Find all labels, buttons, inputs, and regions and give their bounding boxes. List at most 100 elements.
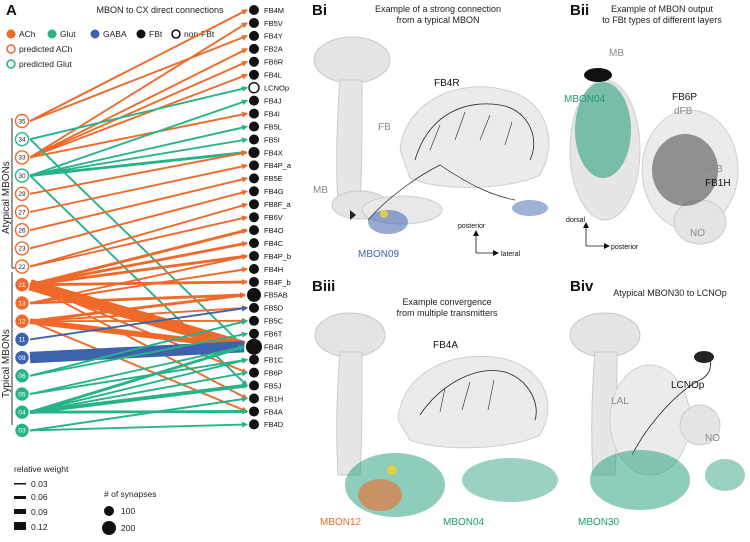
legend-ach-label: ACh (19, 29, 36, 39)
mbon-id-26: 26 (18, 228, 26, 235)
target-label-fb4m: FB4M (264, 6, 284, 15)
target-label-fb5c: FB5C (264, 317, 284, 326)
mbon-id-05: 05 (18, 391, 26, 398)
target-circle-fb6v (249, 212, 259, 222)
bii-axis-x-label: posterior (611, 244, 639, 251)
target-node-fb5ab: FB5AB (247, 288, 288, 302)
mbon-id-34: 34 (18, 137, 26, 144)
target-label-fb4o: FB4O (264, 226, 284, 235)
legend-nonfbt-marker (172, 30, 180, 38)
target-node-fb4m: FB4M (249, 5, 284, 15)
bii-mbon-label: MBON04 (564, 94, 606, 105)
panel-a-title: MBON to CX direct connections (96, 5, 224, 15)
weight-swatch-3 (14, 509, 26, 514)
target-node-fb5l: FB5L (249, 122, 282, 132)
edge-mbon21-fb4f_b (30, 282, 247, 285)
synapse-value-100: 100 (121, 506, 135, 516)
target-node-fb4a: FB4A (249, 406, 283, 416)
biv-lal-label: LAL (611, 396, 629, 407)
target-node-fb4h: FB4H (249, 264, 283, 274)
atypical-group-label: Atypical MBONs (1, 161, 12, 234)
target-label-fb4r: FB4R (264, 343, 284, 352)
target-node-fb4p_b: FB4P_b (249, 251, 291, 261)
weight-value-2: 0.06 (31, 492, 48, 502)
mbon-node-04: 04 (16, 406, 29, 419)
target-node-fb4g: FB4G (249, 186, 284, 196)
biii-mbon04-arbor-right (462, 458, 558, 502)
edge-mbon34-lcnop (30, 88, 247, 140)
target-label-fb4y: FB4Y (264, 32, 283, 41)
target-label-fb5i: FB5I (264, 135, 280, 144)
target-node-fb5c: FB5C (249, 316, 284, 326)
legend-pred-glut-marker (7, 60, 15, 68)
target-circle-fb4r (246, 339, 262, 355)
target-circle-fb4y (249, 31, 259, 41)
target-label-fb4j: FB4J (264, 96, 282, 105)
mbon-node-13: 13 (16, 297, 29, 310)
weight-legend: relative weight 0.03 0.06 0.09 0.12 (14, 464, 69, 532)
target-circle-fb4c (249, 238, 259, 248)
target-circle-fb4d (249, 419, 259, 429)
target-node-fb4r: FB4R (246, 339, 284, 355)
mbon-id-06: 06 (18, 373, 26, 380)
target-label-fb4i: FB4I (264, 109, 280, 118)
target-circle-fb5e (249, 173, 259, 183)
biii-fan-shaped-body (398, 356, 548, 448)
bi-mbon-label: MBON09 (358, 249, 400, 260)
target-node-fb4c: FB4C (249, 238, 284, 248)
target-circle-fb4f_b (249, 277, 259, 287)
target-node-fb5i: FB5I (249, 135, 280, 145)
target-label-fb4f_b: FB4F_b (264, 278, 291, 287)
panel-bii: Bii Example of MBON output to FBt types … (564, 2, 738, 251)
legend-fbt-marker (137, 30, 146, 39)
biii-synapse-cluster (387, 465, 397, 475)
target-label-fb4p_b: FB4P_b (264, 252, 291, 261)
bii-target-1: FB6P (672, 92, 697, 103)
target-circle-fb5c (249, 316, 259, 326)
bii-axis-y-label: dorsal (566, 217, 586, 224)
target-node-fb6v: FB6V (249, 212, 283, 222)
target-nodes: FB4MFB5VFB4YFB2AFB6RFB4LLCNOpFB4JFB4IFB5… (246, 5, 292, 429)
target-node-fb6p: FB6P (249, 368, 283, 378)
target-label-fb1c: FB1C (264, 355, 284, 364)
panel-bi: Bi Example of a strong connection from a… (312, 2, 549, 260)
mbon-id-27: 27 (18, 209, 26, 216)
panel-biv: Biv Atypical MBON30 to LCNOp LAL LCNOp N… (570, 278, 745, 528)
panel-a-label: A (6, 2, 17, 19)
legend-pred-ach-label: predicted ACh (19, 44, 73, 54)
target-node-lcnop: LCNOp (249, 83, 289, 93)
legend-pred-ach-marker (7, 45, 15, 53)
panel-biii-title-2: from multiple transmitters (396, 308, 498, 318)
target-label-fb4a: FB4A (264, 407, 283, 416)
weight-swatch-2 (14, 496, 26, 499)
weight-value-1: 0.03 (31, 479, 48, 489)
target-circle-fb4h (249, 264, 259, 274)
target-circle-fb5l (249, 122, 259, 132)
target-circle-fb8f_a (249, 199, 259, 209)
target-label-fb4g: FB4G (264, 187, 284, 196)
bi-target-label: FB4R (434, 78, 460, 89)
target-node-fb4o: FB4O (249, 225, 284, 235)
target-label-lcnop: LCNOp (264, 84, 289, 93)
target-circle-fb2a (249, 44, 259, 54)
target-circle-fb1c (249, 355, 259, 365)
mbon-node-11: 11 (16, 333, 29, 346)
biv-mbon30-arbor-right (705, 459, 745, 491)
target-label-fb1h: FB1H (264, 394, 283, 403)
panel-bi-title-1: Example of a strong connection (375, 4, 501, 14)
mbon-node-33: 33 (16, 151, 29, 164)
target-circle-fb5j (249, 381, 259, 391)
mbon-id-03: 03 (18, 428, 26, 435)
mbon-node-06: 06 (16, 369, 29, 382)
bi-synapse-cluster (380, 210, 388, 218)
bi-axis-x-label: lateral (501, 251, 521, 258)
biii-mbon-a-label: MBON12 (320, 517, 362, 528)
mbon-id-04: 04 (18, 410, 26, 417)
edge-mbon23-fb4g (30, 191, 247, 248)
mbon-node-03: 03 (16, 424, 29, 437)
target-node-fb4p_a: FB4P_a (249, 160, 292, 170)
mbon-node-26: 26 (16, 224, 29, 237)
panel-biv-label: Biv (570, 278, 594, 295)
